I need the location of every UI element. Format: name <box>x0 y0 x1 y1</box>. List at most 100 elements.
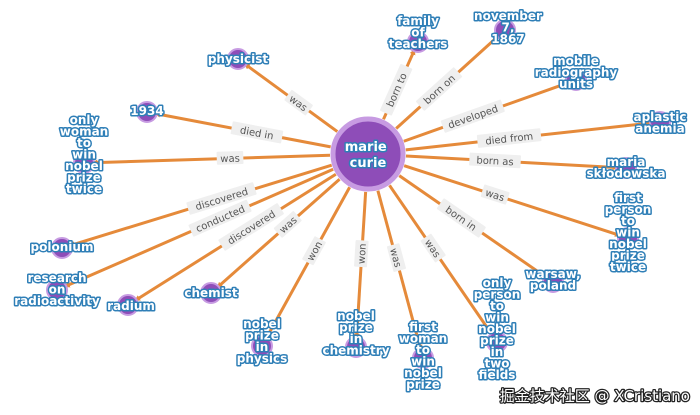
node-label-line: physics <box>237 352 287 366</box>
center-node-circle[interactable] <box>330 116 406 192</box>
node-label-line: research <box>27 271 86 285</box>
node-label-line: prize <box>245 329 279 343</box>
node-warsaw-poland[interactable]: warsaw,poland <box>524 266 582 295</box>
node-label-line: win <box>616 226 640 240</box>
node-label-line: polonium <box>31 240 94 254</box>
node-label-line: nobel <box>243 317 281 331</box>
node-label-line: units <box>559 77 593 91</box>
node-label: warsaw,poland <box>525 267 580 293</box>
node-label-line: physicist <box>208 52 269 66</box>
edge-only-woman-to-win-nobel-prize-twice <box>91 153 331 166</box>
node-polonium[interactable]: polonium <box>29 237 95 259</box>
edge-label-bg <box>273 211 302 238</box>
node-circle[interactable] <box>46 279 68 301</box>
node-circle[interactable] <box>542 271 564 293</box>
node-label-line: only <box>70 113 99 127</box>
node-label-line: prize <box>611 249 645 263</box>
node-label: radium <box>107 299 155 313</box>
edge-label-1934: died in <box>230 121 284 144</box>
node-circle[interactable] <box>617 227 639 249</box>
node-label-line: in <box>491 345 504 359</box>
edge-label-text: was <box>220 154 240 166</box>
node-circle[interactable] <box>136 101 158 123</box>
node-circle[interactable] <box>251 335 273 357</box>
node-label-line: radiography <box>535 66 618 80</box>
node-label-line: first <box>409 320 437 334</box>
node-circle[interactable] <box>412 347 434 369</box>
edge-label-family-of-teachers: born to <box>380 63 413 116</box>
node-label-line: in <box>256 340 269 354</box>
node-circle[interactable] <box>117 294 139 316</box>
node-label-line: nobel <box>609 237 647 251</box>
edge-label-nobel-prize-in-physics: won <box>302 236 326 266</box>
node-label-line: on <box>49 283 66 297</box>
node-circle[interactable] <box>51 237 73 259</box>
node-circle[interactable] <box>345 336 367 358</box>
edge-label-text: was <box>387 247 403 269</box>
edge-label-bg <box>302 236 326 266</box>
edge-label-bg <box>386 243 406 272</box>
node-circle[interactable] <box>73 152 95 174</box>
node-label-line: nobel <box>65 159 103 173</box>
node-label-line: win <box>485 311 509 325</box>
node-label-line: november <box>474 9 542 23</box>
node-label: chemist <box>184 286 238 300</box>
node-label-line: to <box>621 214 635 228</box>
node-label-line: teachers <box>389 37 448 51</box>
node-chemist[interactable]: chemist <box>183 282 239 304</box>
node-physicist[interactable]: physicist <box>206 48 270 70</box>
edge-label-bg <box>440 99 505 133</box>
node-label-line: skłodowska <box>587 167 666 181</box>
node-circle[interactable] <box>407 31 429 53</box>
edge-label-bg <box>416 67 463 111</box>
center-label-line-2: curie <box>350 156 387 171</box>
node-label-line: family <box>397 14 439 28</box>
edge-label-text: died from <box>485 131 534 147</box>
node-label-line: nobel <box>404 366 442 380</box>
node-circle[interactable] <box>227 48 249 70</box>
edge-label-november-7-1867: born on <box>416 67 463 111</box>
edge-only-person-to-win-nobel-prize-in-two-fields <box>388 184 494 337</box>
node-1934[interactable]: 1934 <box>129 101 165 123</box>
edge-label-warsaw-poland: born in <box>436 198 486 238</box>
edge-label-text: developed <box>447 104 500 132</box>
node-label-line: poland <box>530 279 576 293</box>
node-label-line: chemist <box>184 286 238 300</box>
edge-label-bg <box>469 152 522 169</box>
node-circle[interactable] <box>494 19 516 41</box>
node-radium[interactable]: radium <box>106 294 156 316</box>
node-circle[interactable] <box>486 331 508 353</box>
node-circle[interactable] <box>200 282 222 304</box>
node-circle[interactable] <box>565 69 587 91</box>
center-node-label: marie curie <box>345 140 392 171</box>
edge-label-text: won <box>357 243 369 264</box>
edge-label-text: born on <box>422 73 458 107</box>
edge-label-first-woman-to-win-nobel-prize: was <box>386 243 406 272</box>
node-label-line: maria <box>607 155 646 169</box>
edge-label-bg <box>216 150 244 165</box>
node-label-line: to <box>490 299 504 313</box>
node-circle[interactable] <box>615 157 637 179</box>
edge-label-bg <box>186 182 257 215</box>
center-node[interactable]: marie curie <box>330 116 406 192</box>
node-circle[interactable] <box>649 111 671 133</box>
